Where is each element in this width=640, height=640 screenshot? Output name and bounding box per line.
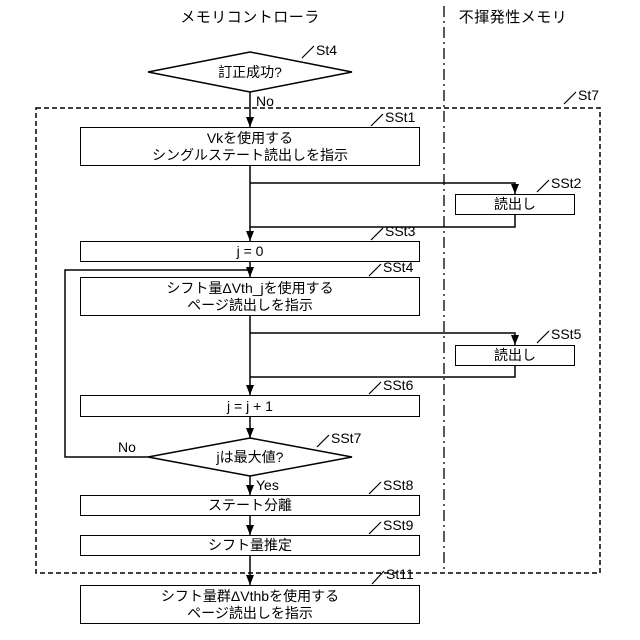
- process-st11-line1: シフト量群ΔVthbを使用する: [160, 587, 340, 604]
- process-sst8-text: ステート分離: [208, 497, 292, 513]
- process-sst3: j = 0: [80, 241, 420, 262]
- process-sst5: 読出し: [455, 345, 575, 366]
- step-label-st7: St7: [578, 87, 600, 103]
- step-label-sst6: SSt6: [383, 377, 414, 393]
- return-line-from-sst2: [250, 215, 516, 228]
- st7-group-border: [35, 107, 601, 574]
- process-st11: シフト量群ΔVthbを使用する ページ読出しを指示: [80, 585, 420, 624]
- return-line-from-sst5: [250, 366, 516, 378]
- label-tick-st4: [301, 45, 315, 59]
- process-sst4-line2: ページ読出しを指示: [187, 296, 313, 313]
- label-tick-sst3: [370, 227, 384, 241]
- process-sst2: 読出し: [455, 194, 575, 215]
- edge-label-st4-no: No: [256, 93, 274, 109]
- process-sst9: シフト量推定: [80, 535, 420, 556]
- edge-label-sst7-yes: Yes: [256, 477, 279, 493]
- edge-label-sst7-no: No: [118, 439, 136, 455]
- process-sst5-text: 読出し: [494, 347, 536, 363]
- decision-st4-shape: [147, 51, 353, 93]
- process-sst9-text: シフト量推定: [208, 537, 292, 553]
- column-header-nonvolatile-memory: 不揮発性メモリ: [458, 9, 568, 26]
- process-sst3-text: j = 0: [236, 243, 264, 259]
- decision-sst7-text: jは最大値?: [216, 449, 284, 465]
- process-sst6-text: j = j + 1: [227, 397, 273, 414]
- decision-st4-text: 訂正成功?: [218, 64, 282, 80]
- process-sst6: j = j + 1: [80, 395, 420, 417]
- process-sst1: Vkを使用する シングルステート読出しを指示: [80, 127, 420, 166]
- column-header-memory-controller: メモリコントローラ: [180, 9, 320, 26]
- label-tick-sst8: [368, 481, 382, 495]
- process-st11-line2: ページ読出しを指示: [187, 604, 313, 621]
- process-sst2-text: 読出し: [494, 196, 536, 212]
- label-tick-st7: [563, 91, 577, 105]
- label-tick-sst5: [536, 330, 550, 344]
- process-sst8: ステート分離: [80, 495, 420, 516]
- label-tick-sst1: [370, 113, 384, 127]
- step-label-sst3: SSt3: [385, 223, 416, 239]
- label-tick-st11: [371, 570, 385, 585]
- step-label-sst7: SSt7: [331, 430, 362, 446]
- label-tick-sst4: [368, 263, 382, 277]
- loop-line-sst7-no-to-sst4: [64, 269, 249, 458]
- label-tick-sst6: [368, 381, 382, 395]
- step-label-st11: St11: [386, 566, 414, 582]
- process-sst4: シフト量ΔVth_jを使用する ページ読出しを指示: [80, 277, 420, 316]
- label-tick-sst7: [316, 434, 330, 448]
- decision-st4: 訂正成功?: [148, 52, 352, 92]
- step-label-sst5: SSt5: [551, 326, 582, 342]
- process-sst4-line1: シフト量ΔVth_jを使用する: [166, 279, 334, 296]
- step-label-sst2: SSt2: [551, 175, 582, 191]
- step-label-sst8: SSt8: [383, 477, 414, 493]
- step-label-st4: St4: [316, 42, 338, 58]
- arrow-to-sst2: [250, 182, 519, 194]
- decision-sst7: jは最大値?: [148, 438, 352, 476]
- step-label-sst1: SSt1: [385, 109, 416, 125]
- decision-sst7-shape: [147, 437, 353, 477]
- arrow-to-sst5: [250, 332, 519, 345]
- process-sst1-line1: Vkを使用する: [206, 129, 294, 146]
- process-sst1-line2: シングルステート読出しを指示: [152, 146, 348, 163]
- label-tick-sst2: [536, 179, 550, 193]
- label-tick-sst9: [368, 521, 382, 535]
- step-label-sst4: SSt4: [383, 259, 414, 275]
- step-label-sst9: SSt9: [383, 517, 414, 533]
